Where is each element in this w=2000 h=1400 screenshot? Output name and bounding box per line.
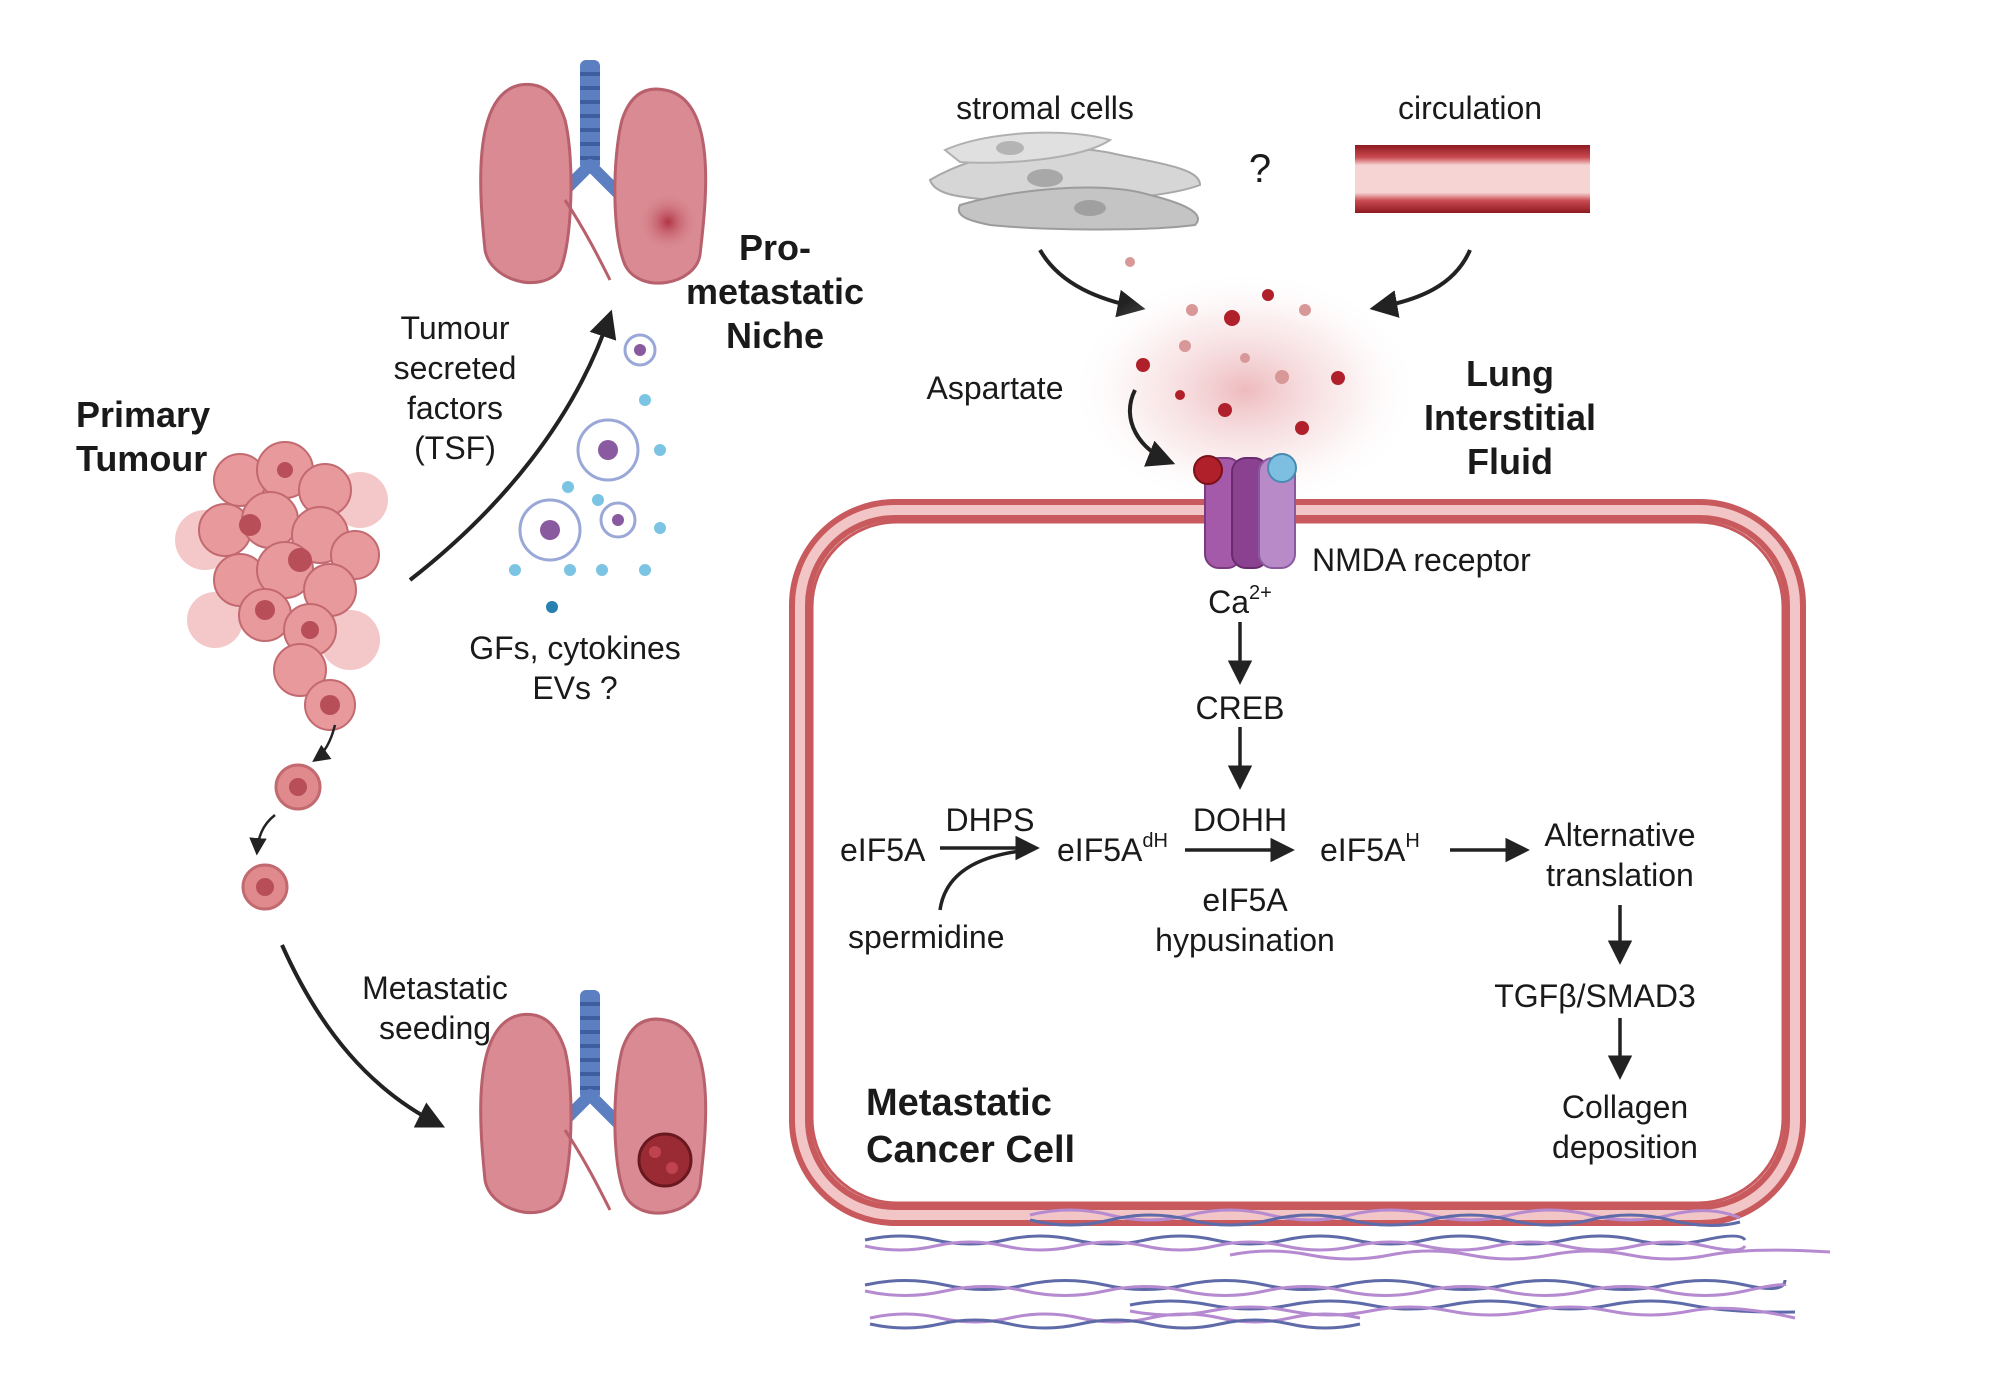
label-question-mark: ?	[1248, 147, 1272, 191]
label-stromal-cells: stromal cells	[956, 90, 1134, 126]
label-calcium: Ca2+	[1208, 582, 1272, 620]
arrow-aspartate-to-receptor	[1128, 389, 1176, 467]
arrow-tumour-to-cell1	[312, 724, 337, 763]
lung-top	[479, 60, 708, 285]
label-nmda-receptor: NMDA receptor	[1312, 542, 1531, 578]
arrow-cell1-to-cell2	[249, 814, 276, 856]
label-eif5a-h: eIF5AH	[1320, 830, 1420, 868]
label-tgfb-smad3: TGFβ/SMAD3	[1494, 978, 1696, 1014]
label-eif5a-dh: eIF5AdH	[1057, 830, 1168, 868]
label-aspartate: Aspartate	[926, 370, 1064, 406]
primary-tumour	[175, 441, 388, 731]
arrow-spermidine	[938, 848, 1031, 911]
label-circulation: circulation	[1397, 90, 1543, 126]
blood-vessel	[1355, 145, 1590, 213]
arrow-stromal-to-fluid	[1038, 249, 1146, 318]
aspartate-particles	[1125, 257, 1345, 435]
nmda-receptor	[1193, 453, 1297, 569]
arrow-circulation-to-fluid	[1369, 249, 1472, 318]
circulating-cell-1	[274, 763, 322, 811]
label-creb: CREB	[1195, 690, 1285, 726]
label-dhps: DHPS	[945, 802, 1035, 838]
label-dohh: DOHH	[1192, 802, 1288, 838]
arrow-tsf	[408, 309, 617, 582]
label-spermidine: spermidine	[848, 919, 1005, 955]
lung-bottom	[479, 990, 708, 1215]
secreted-factors	[509, 333, 666, 613]
circulating-cell-2	[241, 863, 289, 911]
arrow-metastatic-seeding	[280, 944, 446, 1128]
stromal-cells	[928, 131, 1202, 231]
collagen-fibres	[864, 1208, 1831, 1330]
label-eif5a: eIF5A	[840, 832, 926, 868]
